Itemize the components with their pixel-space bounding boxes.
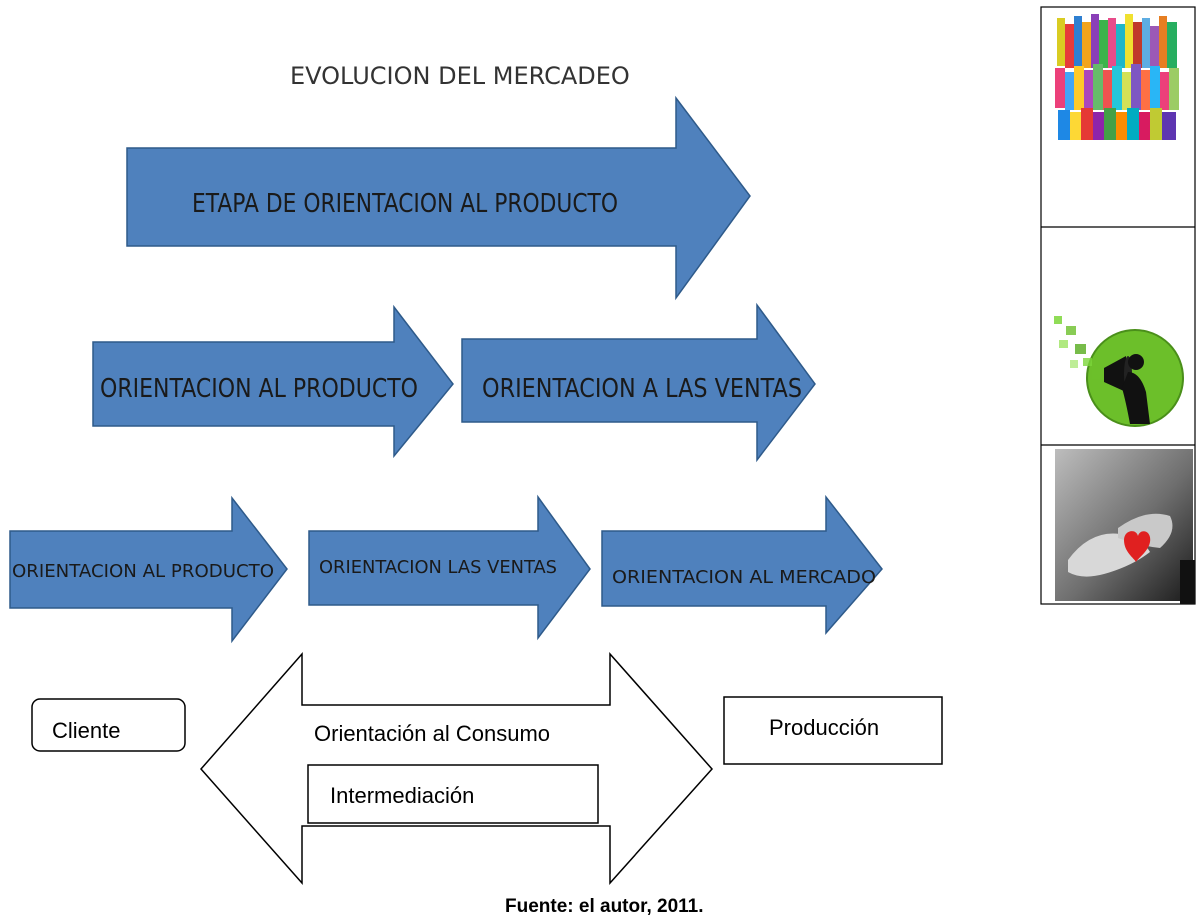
diagram-title: EVOLUCION DEL MERCADEO	[290, 62, 630, 90]
arrow-row2-sales-label: ORIENTACION A LAS VENTAS	[482, 374, 802, 404]
arrow-row3-product	[9, 495, 288, 644]
production-box	[723, 696, 943, 765]
arrow-row2-sales	[461, 302, 816, 463]
arrow-row3-sales-label: ORIENTACION LAS VENTAS	[319, 557, 557, 578]
product-bottles-image	[1055, 14, 1179, 140]
arrow-row3-market	[601, 494, 883, 635]
client-box	[31, 698, 186, 752]
stage-arrow-product-large	[126, 95, 751, 301]
production-label: Producción	[769, 715, 879, 740]
intermediation-label: Intermediación	[330, 783, 474, 808]
arrow-row3-sales	[308, 494, 591, 641]
arrow-row2-product-label: ORIENTACION AL PRODUCTO	[100, 374, 418, 404]
stage-arrow-product-large-label: ETAPA DE ORIENTACION AL PRODUCTO	[192, 189, 618, 219]
arrow-row3-market-label: ORIENTACION AL MERCADO	[612, 567, 876, 588]
arrow-row2-product	[92, 304, 454, 459]
megaphone-man-image	[1054, 316, 1184, 427]
client-label: Cliente	[52, 718, 120, 743]
intermediation-box	[307, 764, 599, 824]
hands-heart-image	[1055, 449, 1195, 604]
side-image-column	[1040, 6, 1196, 605]
source-caption: Fuente: el autor, 2011.	[505, 896, 704, 917]
consumption-arrow-label: Orientación al Consumo	[314, 721, 550, 746]
arrow-row3-product-label: ORIENTACION AL PRODUCTO	[12, 561, 274, 582]
